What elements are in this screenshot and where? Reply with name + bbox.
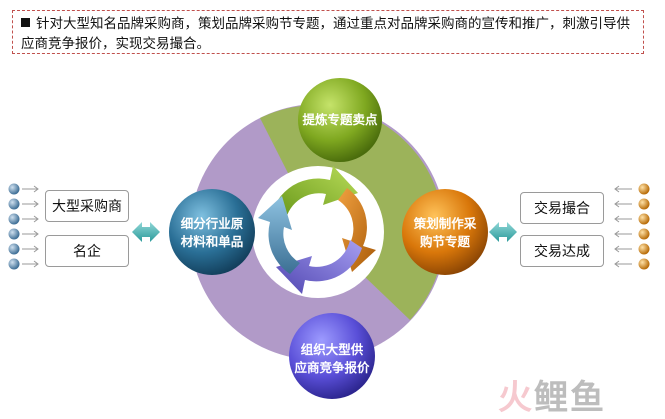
left-double-arrow-icon [132, 222, 160, 242]
right-connectors [614, 183, 650, 270]
node-top: 提炼专题卖点 [298, 78, 382, 162]
blue-arrow-icon [258, 196, 300, 274]
node-left-label-line2: 材料和单品 [180, 234, 244, 249]
node-left: 细分行业原 材料和单品 [169, 189, 255, 275]
right-dot [638, 198, 650, 210]
right-dot [638, 243, 650, 255]
left-dot [8, 183, 20, 195]
left-dot [8, 243, 20, 255]
left-box-big-buyer: 大型采购商 [45, 190, 129, 222]
right-double-arrow-icon [489, 222, 517, 242]
right-dot [638, 258, 650, 270]
node-bottom: 组织大型供 应商竞争报价 [289, 313, 375, 399]
right-box-deal-matching: 交易撮合 [520, 192, 604, 224]
banner-text: 针对大型知名品牌采购商，策划品牌采购节专题，通过重点对品牌采购商的宣传和推广，刺… [21, 16, 630, 52]
node-bottom-label-line2: 应商竞争报价 [294, 360, 370, 375]
right-dot-leaders [614, 185, 632, 268]
right-dot-column [638, 183, 650, 270]
node-right: 策划制作采 购节专题 [402, 189, 488, 275]
description-banner: 针对大型知名品牌采购商，策划品牌采购节专题，通过重点对品牌采购商的宣传和推广，刺… [12, 10, 644, 54]
right-dot [638, 213, 650, 225]
green-arrow-icon [270, 166, 358, 226]
node-right-label-line1: 策划制作采 [414, 216, 477, 231]
right-dot [638, 183, 650, 195]
right-dot [638, 228, 650, 240]
left-dot-column [8, 183, 20, 270]
node-left-label-line1: 细分行业原 [181, 216, 244, 231]
node-right-label-line2: 购节专题 [420, 234, 471, 249]
left-box-famous-enterprise: 名企 [45, 235, 129, 267]
left-dot-leaders [22, 185, 39, 268]
left-dot [8, 198, 20, 210]
left-dot [8, 213, 20, 225]
watermark-logo: 火鲤鱼 [498, 378, 606, 418]
left-connectors [8, 183, 39, 270]
cycle-arrows [258, 166, 376, 294]
node-top-label: 提炼专题卖点 [302, 112, 378, 127]
node-bottom-label-line1: 组织大型供 [301, 342, 364, 357]
cycle-center [300, 214, 336, 250]
bullet-square-icon [21, 18, 30, 27]
right-box-deal-done: 交易达成 [520, 235, 604, 267]
left-dot [8, 228, 20, 240]
left-dot [8, 258, 20, 270]
purple-arrow-icon [276, 240, 362, 294]
